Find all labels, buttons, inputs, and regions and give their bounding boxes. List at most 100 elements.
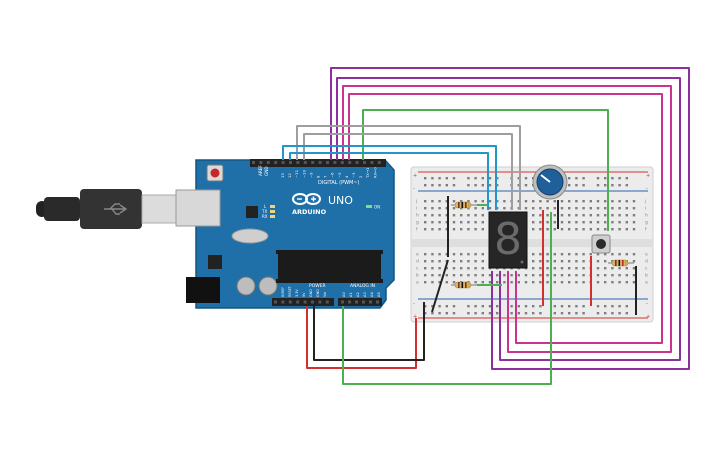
breadboard-hole[interactable]	[452, 281, 456, 284]
wire-purple-outer[interactable]	[330, 67, 690, 370]
breadboard-hole[interactable]	[546, 228, 549, 231]
breadboard-hole[interactable]	[582, 253, 585, 256]
breadboard-hole[interactable]	[546, 214, 549, 217]
header-pin[interactable]	[274, 300, 277, 304]
breadboard-hole[interactable]	[611, 312, 614, 315]
breadboard-hole[interactable]	[560, 253, 564, 256]
breadboard-hole[interactable]	[488, 177, 492, 180]
breadboard-hole[interactable]	[460, 200, 463, 203]
breadboard-hole[interactable]	[568, 253, 571, 256]
breadboard-hole[interactable]	[582, 312, 585, 315]
breadboard-hole[interactable]	[424, 253, 427, 256]
breadboard-hole[interactable]	[452, 260, 456, 263]
breadboard-hole[interactable]	[596, 305, 600, 308]
breadboard-hole[interactable]	[546, 253, 549, 256]
breadboard-hole[interactable]	[575, 200, 578, 203]
breadboard-hole[interactable]	[532, 207, 535, 210]
breadboard-hole[interactable]	[611, 267, 614, 270]
breadboard-hole[interactable]	[431, 200, 434, 203]
breadboard-hole[interactable]	[474, 184, 477, 187]
breadboard-hole[interactable]	[445, 214, 448, 217]
breadboard-hole[interactable]	[611, 221, 614, 224]
breadboard-hole[interactable]	[568, 184, 571, 187]
breadboard-hole[interactable]	[481, 184, 484, 187]
breadboard-hole[interactable]	[445, 228, 448, 231]
breadboard-hole[interactable]	[445, 305, 448, 308]
breadboard-hole[interactable]	[467, 228, 470, 231]
breadboard-hole[interactable]	[582, 221, 585, 224]
breadboard-hole[interactable]	[553, 200, 556, 203]
breadboard-hole[interactable]	[424, 207, 427, 210]
breadboard-hole[interactable]	[496, 274, 499, 277]
breadboard-hole[interactable]	[546, 267, 549, 270]
breadboard-hole[interactable]	[431, 312, 434, 315]
wire-black-gnd[interactable]	[313, 302, 425, 361]
header-pin[interactable]	[289, 161, 292, 164]
breadboard-hole[interactable]	[553, 305, 556, 308]
breadboard-hole[interactable]	[539, 200, 542, 203]
breadboard-hole[interactable]	[474, 214, 477, 217]
header-pin[interactable]	[326, 161, 329, 164]
breadboard-hole[interactable]	[445, 207, 448, 210]
breadboard-hole[interactable]	[452, 267, 456, 270]
breadboard-hole[interactable]	[596, 200, 600, 203]
breadboard-hole[interactable]	[568, 312, 571, 315]
breadboard-hole[interactable]	[553, 260, 556, 263]
breadboard-hole[interactable]	[481, 200, 484, 203]
breadboard-hole[interactable]	[582, 267, 585, 270]
breadboard-hole[interactable]	[546, 281, 549, 284]
breadboard-hole[interactable]	[539, 228, 542, 231]
breadboard-hole[interactable]	[488, 312, 492, 315]
breadboard-hole[interactable]	[510, 312, 513, 315]
gnd-jumper-diagonal[interactable]	[431, 259, 449, 313]
breadboard-hole[interactable]	[438, 274, 441, 277]
breadboard-hole[interactable]	[575, 228, 578, 231]
breadboard-hole[interactable]	[596, 260, 600, 263]
breadboard-hole[interactable]	[596, 312, 600, 315]
breadboard-hole[interactable]	[467, 253, 470, 256]
breadboard-hole[interactable]	[618, 200, 621, 203]
breadboard-hole[interactable]	[452, 200, 456, 203]
breadboard-hole[interactable]	[568, 207, 571, 210]
header-pin[interactable]	[266, 161, 270, 164]
wire-magenta-1[interactable]	[342, 85, 672, 353]
breadboard-hole[interactable]	[488, 200, 492, 203]
breadboard-hole[interactable]	[424, 200, 427, 203]
breadboard-hole[interactable]	[467, 184, 470, 187]
breadboard-hole[interactable]	[546, 207, 549, 210]
breadboard-hole[interactable]	[560, 214, 564, 217]
breadboard-hole[interactable]	[510, 274, 513, 277]
breadboard-hole[interactable]	[524, 281, 528, 284]
breadboard-hole[interactable]	[467, 260, 470, 263]
header-pin[interactable]	[376, 300, 379, 304]
breadboard-hole[interactable]	[460, 228, 463, 231]
breadboard-hole[interactable]	[553, 312, 556, 315]
breadboard-hole[interactable]	[474, 281, 477, 284]
breadboard-hole[interactable]	[460, 274, 463, 277]
breadboard-hole[interactable]	[553, 253, 556, 256]
breadboard-hole[interactable]	[496, 200, 499, 203]
breadboard-hole[interactable]	[611, 207, 614, 210]
breadboard-hole[interactable]	[618, 207, 621, 210]
breadboard-hole[interactable]	[611, 228, 614, 231]
wire-green-a0[interactable]	[342, 212, 552, 385]
breadboard-hole[interactable]	[575, 221, 578, 224]
breadboard-hole[interactable]	[460, 221, 463, 224]
breadboard-hole[interactable]	[467, 200, 470, 203]
breadboard-hole[interactable]	[568, 274, 571, 277]
breadboard-hole[interactable]	[452, 312, 456, 315]
breadboard-hole[interactable]	[589, 200, 592, 203]
breadboard-hole[interactable]	[546, 221, 549, 224]
breadboard-hole[interactable]	[438, 228, 441, 231]
breadboard-hole[interactable]	[452, 228, 456, 231]
header-pin[interactable]	[318, 161, 322, 164]
breadboard-hole[interactable]	[532, 228, 535, 231]
breadboard-hole[interactable]	[596, 253, 600, 256]
breadboard-hole[interactable]	[481, 253, 484, 256]
breadboard-hole[interactable]	[503, 207, 506, 210]
breadboard-hole[interactable]	[481, 312, 484, 315]
breadboard-hole[interactable]	[553, 214, 556, 217]
header-pin[interactable]	[333, 161, 337, 164]
breadboard-hole[interactable]	[488, 207, 492, 210]
